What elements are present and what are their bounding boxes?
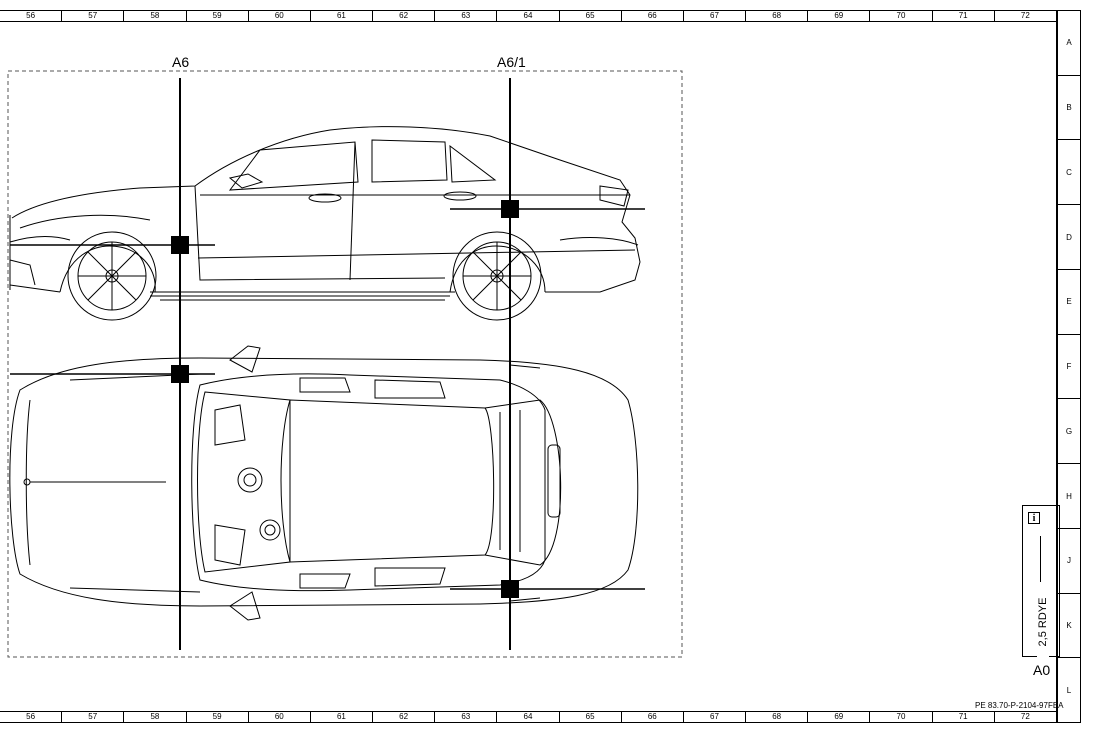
ruler-top-col-60: 60: [247, 11, 310, 21]
connector-lines: [10, 78, 645, 650]
ruler-top-col-65: 65: [558, 11, 621, 21]
wire-legend: i 2,5 RDYE: [1022, 505, 1060, 662]
ruler-top-col-58: 58: [123, 11, 185, 21]
ruler-bottom-col-59: 59: [185, 712, 248, 722]
ruler-row-G: G: [1058, 398, 1080, 463]
ruler-bottom-col-70: 70: [869, 712, 931, 722]
wire-spec: 2,5 RDYE: [1037, 582, 1049, 662]
ruler-bottom-col-63: 63: [434, 712, 496, 722]
ruler-bottom-col-69: 69: [807, 712, 869, 722]
ruler-bottom-col-71: 71: [931, 712, 994, 722]
ruler-top-col-56: 56: [26, 11, 36, 20]
ruler-top-col-63: 63: [434, 11, 496, 21]
sheet-size: A0: [1033, 662, 1051, 678]
ruler-bottom-col-72: 72: [993, 712, 1056, 722]
ruler-top-col-70: 70: [869, 11, 931, 21]
ruler-bottom-col-58: 58: [123, 712, 185, 722]
ruler-row-F: F: [1058, 333, 1080, 399]
ruler-top-col-59: 59: [185, 11, 248, 21]
car-top-view: [9, 345, 639, 621]
connector-points: [171, 200, 519, 598]
connector-label-a6: A6: [172, 54, 190, 70]
ruler-row-C: C: [1058, 139, 1080, 204]
drawing-frame: [0, 22, 1057, 711]
ruler-row-E: E: [1058, 268, 1080, 334]
ruler-bottom-col-65: 65: [558, 712, 621, 722]
ruler-row-A: A: [1066, 38, 1072, 48]
ruler-bottom-col-57: 57: [61, 712, 123, 722]
info-icon[interactable]: i: [1028, 512, 1040, 524]
ruler-bottom-col-60: 60: [247, 712, 310, 722]
connector-point-a6-side: [171, 236, 189, 254]
ruler-top-col-67: 67: [682, 11, 745, 21]
ruler-bottom-col-67: 67: [682, 712, 745, 722]
ruler-bottom-col-56: 56: [26, 712, 36, 721]
car-side-view: [9, 126, 641, 321]
ruler-row-D: D: [1058, 204, 1080, 269]
ruler-bottom-col-68: 68: [745, 712, 807, 722]
ruler-bottom-col-66: 66: [620, 712, 683, 722]
ruler-bottom-col-62: 62: [372, 712, 434, 722]
ruler-top-col-62: 62: [372, 11, 434, 21]
ruler-top-col-72: 72: [993, 11, 1056, 21]
connector-point-a6-top: [171, 365, 189, 383]
ruler-top-col-64: 64: [496, 11, 558, 21]
ruler-top-col-66: 66: [620, 11, 683, 21]
document-reference: PE 83.70-P-2104-97FBA: [975, 701, 1064, 710]
ruler-row-B: B: [1058, 74, 1080, 140]
ruler-row-H: H: [1058, 463, 1080, 528]
ruler-row-K: K: [1058, 592, 1080, 658]
ruler-bottom-col-61: 61: [309, 712, 372, 722]
vehicle-boundary: [7, 70, 683, 658]
ruler-bottom-col-64: 64: [496, 712, 558, 722]
ruler-top-col-71: 71: [931, 11, 994, 21]
ruler-top-col-69: 69: [807, 11, 869, 21]
wire-symbol: 2,5 RDYE: [1033, 536, 1049, 662]
connector-point-a61-top: [501, 580, 519, 598]
connector-point-a61-side: [501, 200, 519, 218]
connector-label-a6-1: A6/1: [497, 54, 526, 70]
ruler-row-L: L: [1058, 657, 1080, 722]
ruler-top-col-68: 68: [745, 11, 807, 21]
ruler-row-J: J: [1058, 527, 1080, 593]
ruler-top-col-61: 61: [309, 11, 372, 21]
ruler-top-col-57: 57: [61, 11, 123, 21]
